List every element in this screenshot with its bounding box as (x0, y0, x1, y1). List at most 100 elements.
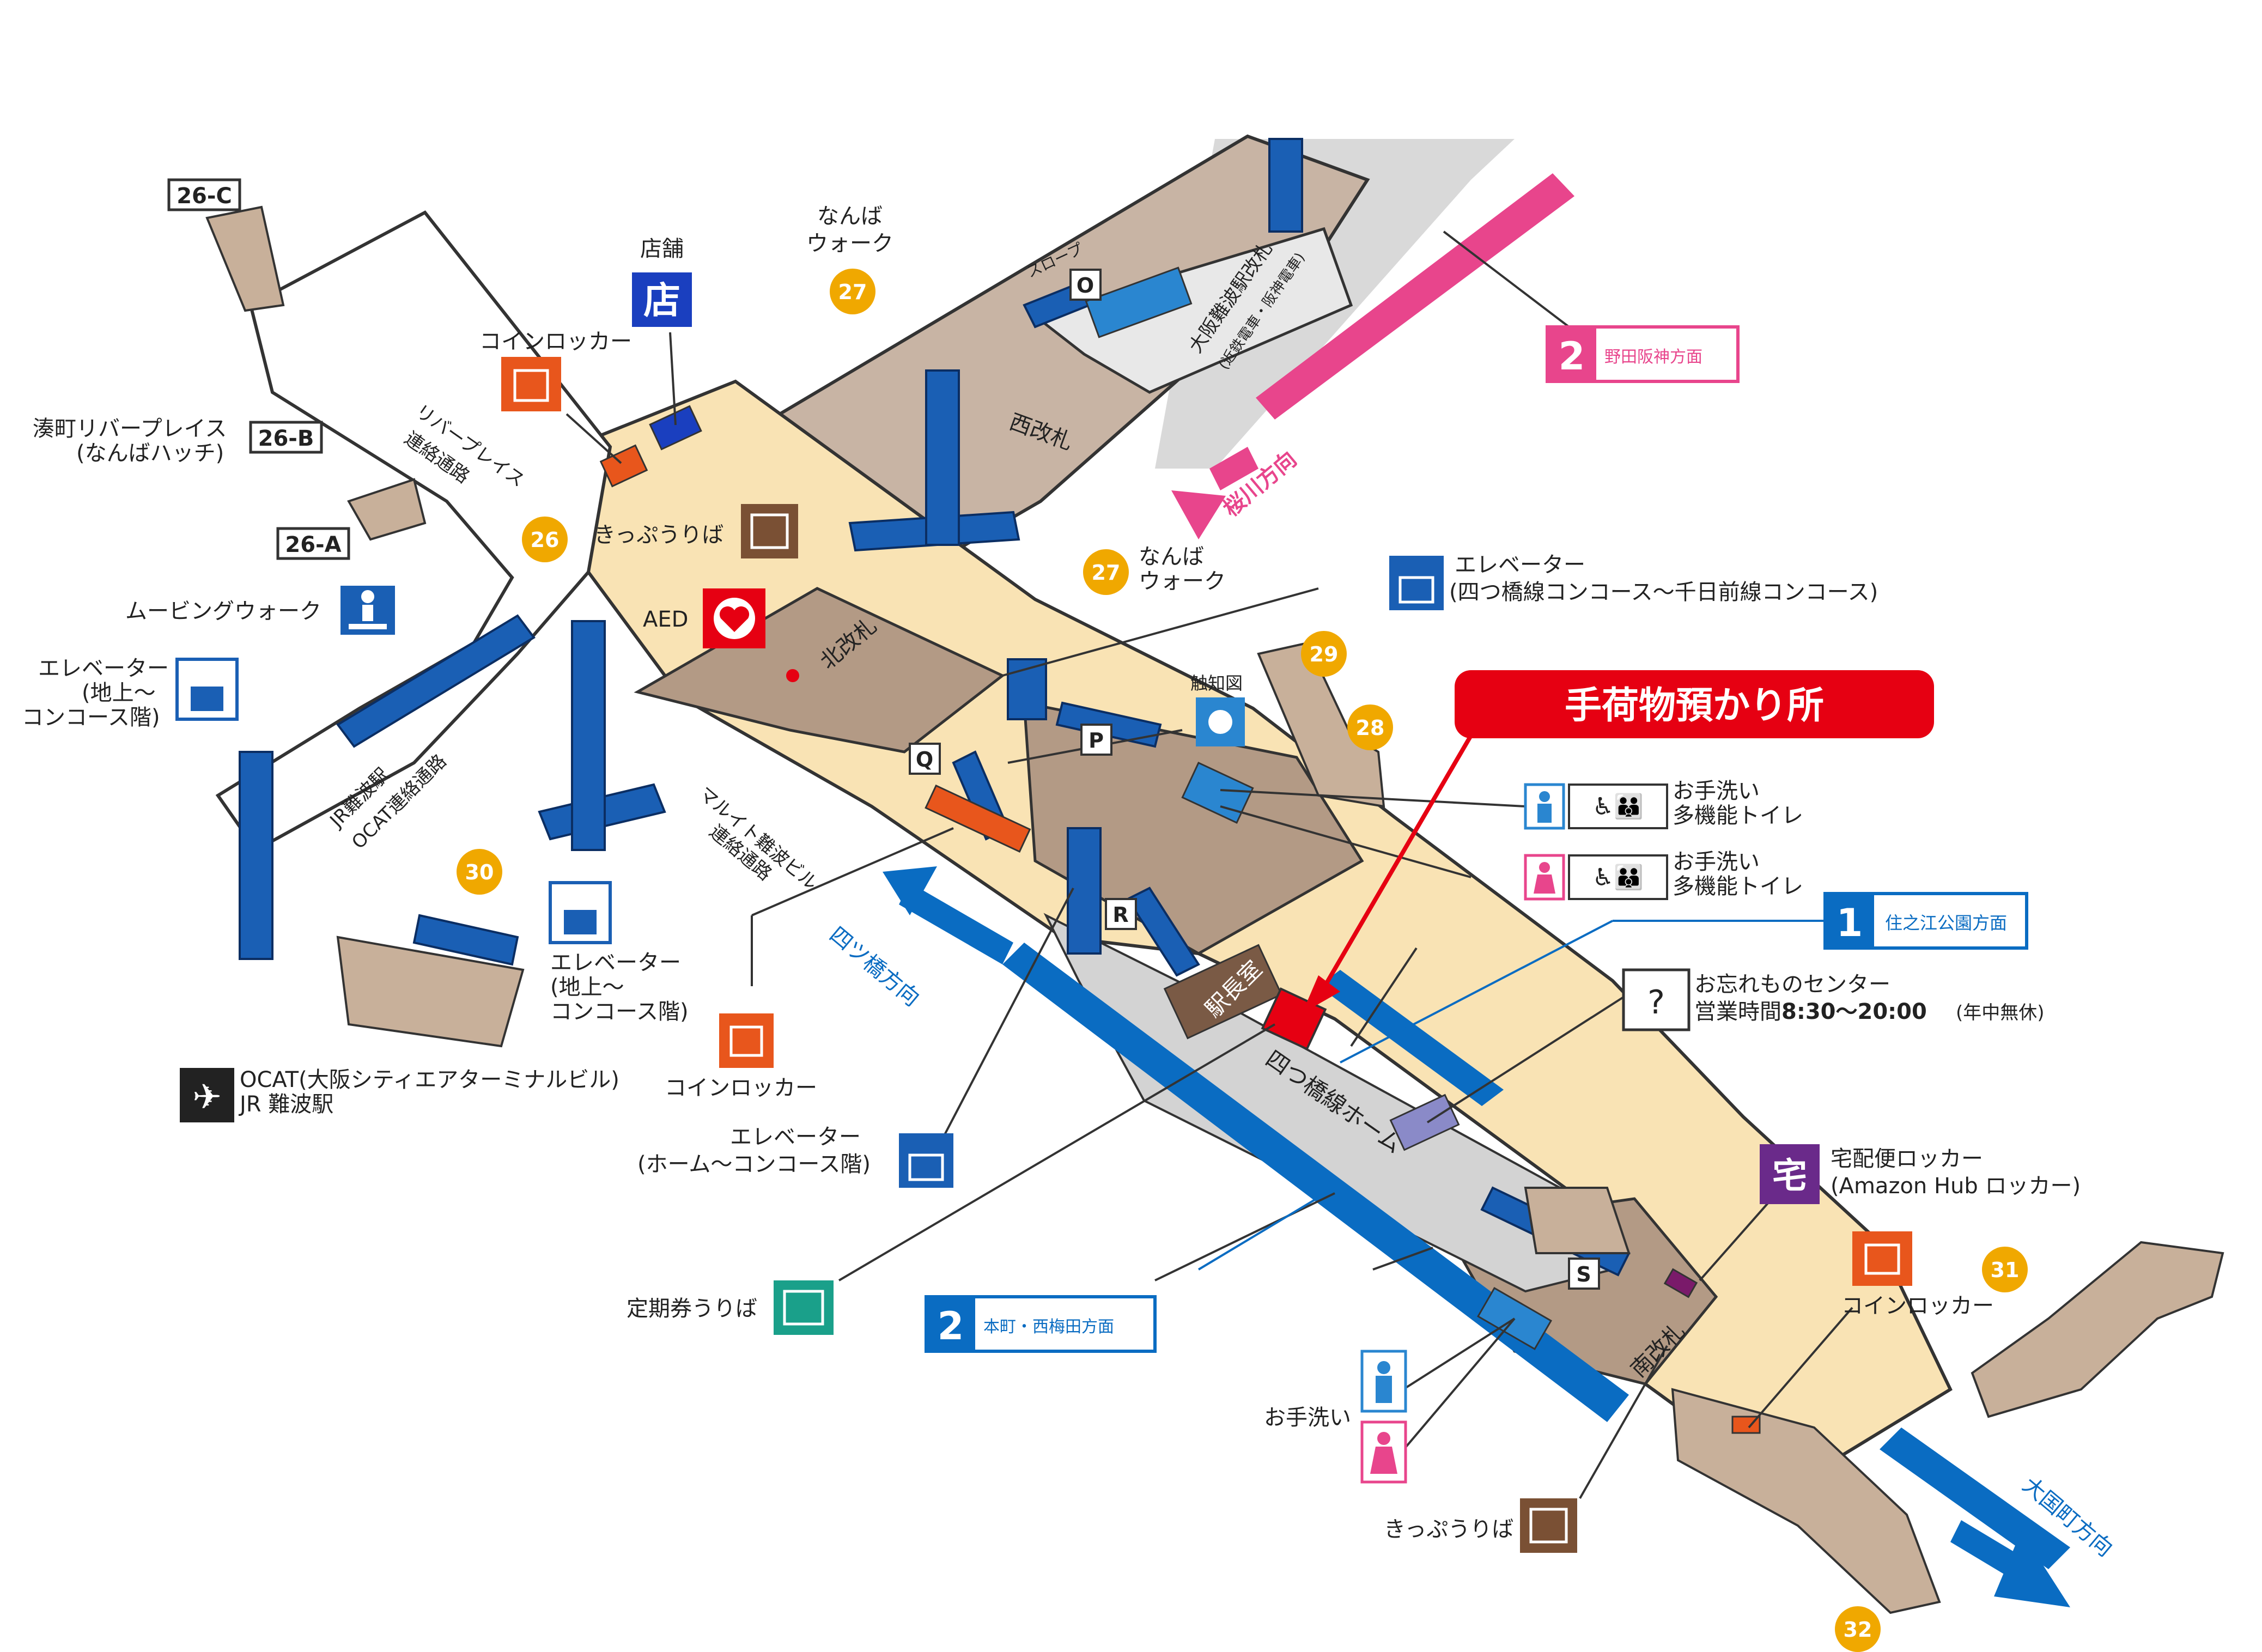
svg-text:♿👪: ♿👪 (1592, 793, 1644, 821)
exit-32-label: 32 (1844, 1618, 1872, 1642)
track-lower (1002, 943, 1629, 1422)
lost-and-found-icon: ? (1622, 968, 1691, 1031)
minato-label-2: (なんばハッチ) (76, 441, 224, 466)
svg-text:2: 2 (1559, 334, 1585, 379)
svg-text:宅: 宅 (1772, 1156, 1807, 1197)
hanshin-line-band (1256, 173, 1574, 420)
tactile-label: 触知図 (1190, 673, 1243, 694)
coin-locker-label: コインロッカー (479, 329, 632, 354)
coin-locker-label-2: コインロッカー (665, 1076, 817, 1101)
minato-label-1: 湊町リバープレイス (33, 416, 227, 441)
svg-text:住之江公園方面: 住之江公園方面 (1885, 913, 2007, 933)
toilet-label-1: お手洗い (1673, 779, 1760, 804)
lost-hours: 8:30～20:00 (1781, 999, 1927, 1024)
aed-label: AED (643, 607, 688, 632)
ticket-machine-icon (741, 504, 798, 558)
elevator-a-label-1: エレベーター (38, 656, 169, 681)
toilet-b-label-2: 多機能トイレ (1673, 874, 1803, 899)
yotsubashi-arrow (883, 866, 1013, 964)
elevator-d-label-1: エレベーター (1455, 552, 1585, 578)
accessible-toilet-icon: ♿👪 (1568, 784, 1668, 829)
svg-text:野田阪神方面: 野田阪神方面 (1604, 348, 1702, 367)
gate-P-box (1080, 724, 1112, 756)
elevator-icon-d (1389, 556, 1444, 610)
exit-26C-label: 26-C (177, 184, 232, 209)
toilet-c-label: お手洗い (1264, 1405, 1351, 1430)
ticket-label-b: きっぷうりば (1384, 1517, 1513, 1542)
exit-30-marker (457, 849, 502, 895)
namba-walk-top-2: ウォーク (806, 231, 893, 256)
toilet-b-label-1: お手洗い (1673, 849, 1760, 874)
delivery-label-1: 宅配便ロッカー (1831, 1146, 1983, 1171)
leader-lines (566, 230, 1853, 1499)
elevator-d-label-2: (四つ橋線コンコース～千日前線コンコース) (1449, 580, 1878, 605)
coin-locker-icon-2 (719, 1013, 774, 1068)
commuter-label: 定期券うりば (627, 1296, 757, 1321)
daikokucho-arrow (1950, 1520, 2070, 1607)
gate-Q-box (909, 743, 941, 775)
exit-26B-label: 26-B (258, 426, 314, 451)
exit-26B-box (249, 421, 323, 454)
elevator-towers (239, 138, 1303, 960)
toilet-label-2: 多機能トイレ (1673, 803, 1803, 828)
elevator-a-label-3: コンコース階) (22, 705, 160, 730)
exit-32-marker (1835, 1606, 1881, 1652)
gate-S-label: S (1576, 1262, 1591, 1286)
delivery-label-2: (Amazon Hub ロッカー) (1831, 1174, 2081, 1199)
exit-26-marker (522, 517, 568, 562)
svg-text:2: 2 (938, 1304, 964, 1349)
moving-walk-icon (340, 586, 395, 635)
namba-walk-mid-1: なんば (1139, 544, 1204, 569)
baggage-storage-callout: 手荷物預かり所 (1455, 670, 1934, 738)
elevator-a-label-2: (地上～ (82, 681, 156, 706)
toilet-icon-male-2 (1360, 1350, 1407, 1413)
gate-S-box (1568, 1258, 1600, 1290)
svg-text:店: 店 (643, 280, 680, 323)
exit-26C-box (167, 178, 241, 211)
svg-text:本町・西梅田方面: 本町・西梅田方面 (983, 1317, 1114, 1337)
coin-locker-icon-3 (1852, 1231, 1912, 1286)
gate-R-label: R (1112, 903, 1128, 927)
callout-arrow (1302, 734, 1473, 1013)
gate-O-box (1069, 269, 1102, 301)
exit-29-marker (1301, 631, 1347, 677)
elevator-icon-c (899, 1133, 953, 1188)
elevator-c-label-1: エレベーター (730, 1125, 861, 1150)
center-area (1023, 701, 1364, 955)
exit-28-marker (1347, 704, 1393, 750)
line1-indicator: 1 住之江公園方面 (1823, 892, 2028, 950)
elevator-c-label-2: (ホーム～コンコース階) (637, 1152, 871, 1177)
lost-label-1: お忘れものセンター (1694, 972, 1890, 997)
elevator-b-label-1: エレベーター (550, 950, 681, 975)
shop-icon: 店 (632, 272, 692, 327)
svg-text:?: ? (1647, 983, 1665, 1022)
elevator-icon-b (549, 881, 612, 944)
exit-26A-label: 26-A (285, 532, 341, 557)
lost-note: (年中無休) (1956, 1002, 2045, 1024)
coin-locker-block-2 (925, 784, 1031, 853)
kintetsu-gate-area (1032, 227, 1353, 394)
north-gate-area (634, 587, 1005, 754)
svg-text:手荷物預かり所: 手荷物預かり所 (1565, 684, 1824, 727)
airplane-icon: ✈ (180, 1068, 234, 1122)
toilet-icon-female (1524, 854, 1565, 901)
gate-P-label: P (1089, 728, 1104, 752)
toilet-icon-female-2 (1360, 1420, 1407, 1484)
gate-Q-label: Q (916, 748, 933, 772)
exit-27-marker-top (830, 269, 875, 314)
exit-27-label-top: 27 (838, 280, 867, 304)
exit-29-label: 29 (1310, 642, 1339, 666)
toilet-icon-male (1524, 783, 1565, 830)
coin-locker-block-1 (599, 444, 648, 488)
moving-walk-label: ムービングウォーク (125, 599, 321, 624)
shop-title: 店舗 (640, 236, 684, 262)
coin-locker-icon (501, 357, 561, 411)
exit-28-label: 28 (1356, 716, 1385, 740)
svg-text:♿👪: ♿👪 (1592, 864, 1644, 891)
lost-label-2: 営業時間 (1694, 999, 1781, 1024)
aed-icon (703, 588, 799, 682)
shop-block (649, 405, 702, 451)
exit-26A-box (276, 527, 350, 560)
exit-31-label: 31 (1991, 1258, 2020, 1282)
